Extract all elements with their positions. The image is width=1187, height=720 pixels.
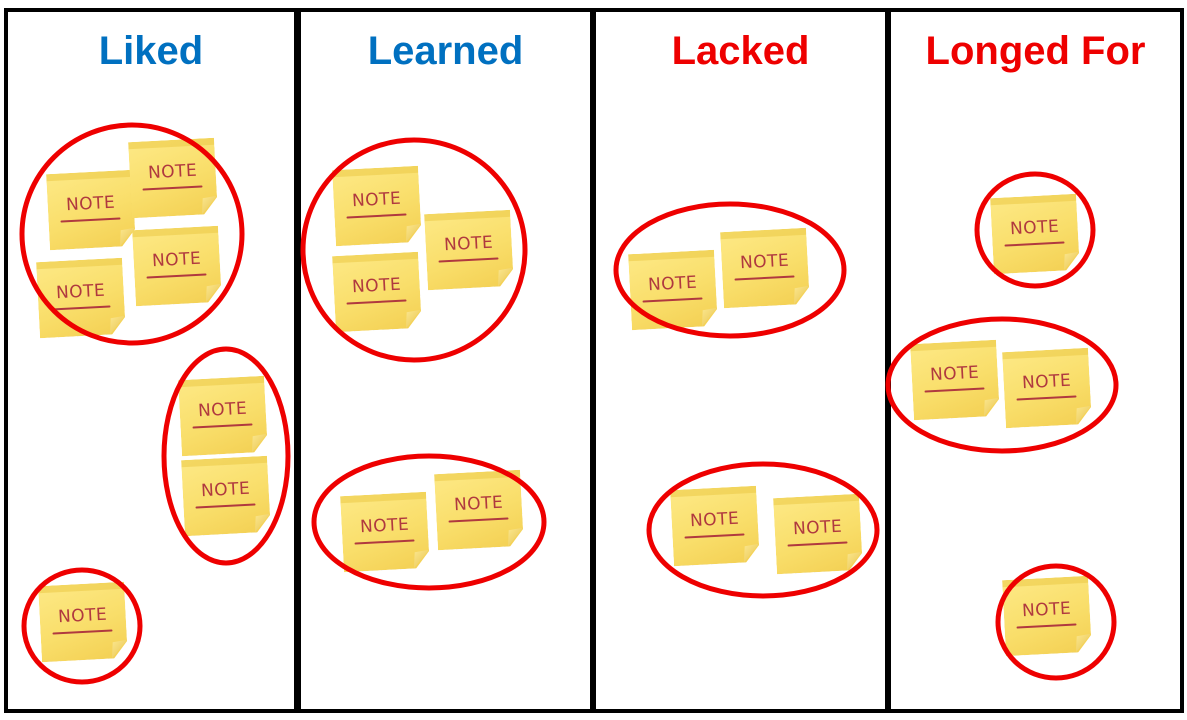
note-label: NOTE — [351, 274, 402, 298]
note-label: NOTE — [197, 398, 248, 422]
sticky-note[interactable]: NOTE — [128, 138, 218, 218]
note-label: NOTE — [689, 508, 740, 532]
sticky-note[interactable]: NOTE — [181, 456, 271, 536]
sticky-note[interactable]: NOTE — [332, 166, 422, 246]
note-underline — [53, 629, 113, 634]
sticky-note[interactable]: NOTE — [670, 486, 760, 566]
sticky-note[interactable]: NOTE — [910, 340, 1000, 420]
column-learned: Learned — [297, 8, 594, 713]
sticky-note[interactable]: NOTE — [720, 228, 810, 308]
note-underline — [449, 517, 509, 522]
note-underline — [61, 217, 121, 222]
note-underline — [143, 185, 203, 190]
column-title-longed-for: Longed For — [925, 29, 1146, 73]
note-underline — [788, 541, 848, 546]
column-title-learned: Learned — [367, 29, 524, 73]
note-label: NOTE — [57, 604, 108, 628]
note-underline — [1017, 395, 1077, 400]
note-underline — [347, 299, 407, 304]
sticky-note[interactable]: NOTE — [46, 170, 136, 250]
sticky-note[interactable]: NOTE — [990, 194, 1080, 274]
note-underline — [685, 533, 745, 538]
note-underline — [925, 387, 985, 392]
note-label: NOTE — [453, 492, 504, 516]
note-underline — [347, 213, 407, 218]
column-lacked: Lacked — [592, 8, 889, 713]
note-label: NOTE — [792, 516, 843, 540]
note-underline — [196, 503, 256, 508]
note-label: NOTE — [147, 160, 198, 184]
sticky-note[interactable]: NOTE — [628, 250, 718, 330]
sticky-note[interactable]: NOTE — [434, 470, 524, 550]
sticky-note[interactable]: NOTE — [332, 252, 422, 332]
note-underline — [51, 305, 111, 310]
note-underline — [193, 423, 253, 428]
sticky-note[interactable]: NOTE — [36, 258, 126, 338]
note-label: NOTE — [151, 248, 202, 272]
note-label: NOTE — [647, 272, 698, 296]
sticky-note[interactable]: NOTE — [340, 492, 430, 572]
note-label: NOTE — [351, 188, 402, 212]
sticky-note[interactable]: NOTE — [424, 210, 514, 290]
note-underline — [643, 297, 703, 302]
note-underline — [147, 273, 207, 278]
note-underline — [1017, 623, 1077, 628]
sticky-note[interactable]: NOTE — [38, 582, 128, 662]
note-label: NOTE — [1021, 370, 1072, 394]
note-label: NOTE — [443, 232, 494, 256]
column-title-lacked: Lacked — [671, 29, 810, 73]
sticky-note[interactable]: NOTE — [1002, 348, 1092, 428]
note-label: NOTE — [65, 192, 116, 216]
note-underline — [735, 275, 795, 280]
sticky-note[interactable]: NOTE — [1002, 576, 1092, 656]
sticky-note[interactable]: NOTE — [132, 226, 222, 306]
note-underline — [439, 257, 499, 262]
note-label: NOTE — [55, 280, 106, 304]
note-label: NOTE — [359, 514, 410, 538]
note-label: NOTE — [739, 250, 790, 274]
note-underline — [1005, 241, 1065, 246]
note-label: NOTE — [200, 478, 251, 502]
note-underline — [355, 539, 415, 544]
note-label: NOTE — [1009, 216, 1060, 240]
column-title-liked: Liked — [98, 29, 204, 73]
sticky-note[interactable]: NOTE — [773, 494, 863, 574]
sticky-note[interactable]: NOTE — [178, 376, 268, 456]
note-label: NOTE — [1021, 598, 1072, 622]
note-label: NOTE — [929, 362, 980, 386]
